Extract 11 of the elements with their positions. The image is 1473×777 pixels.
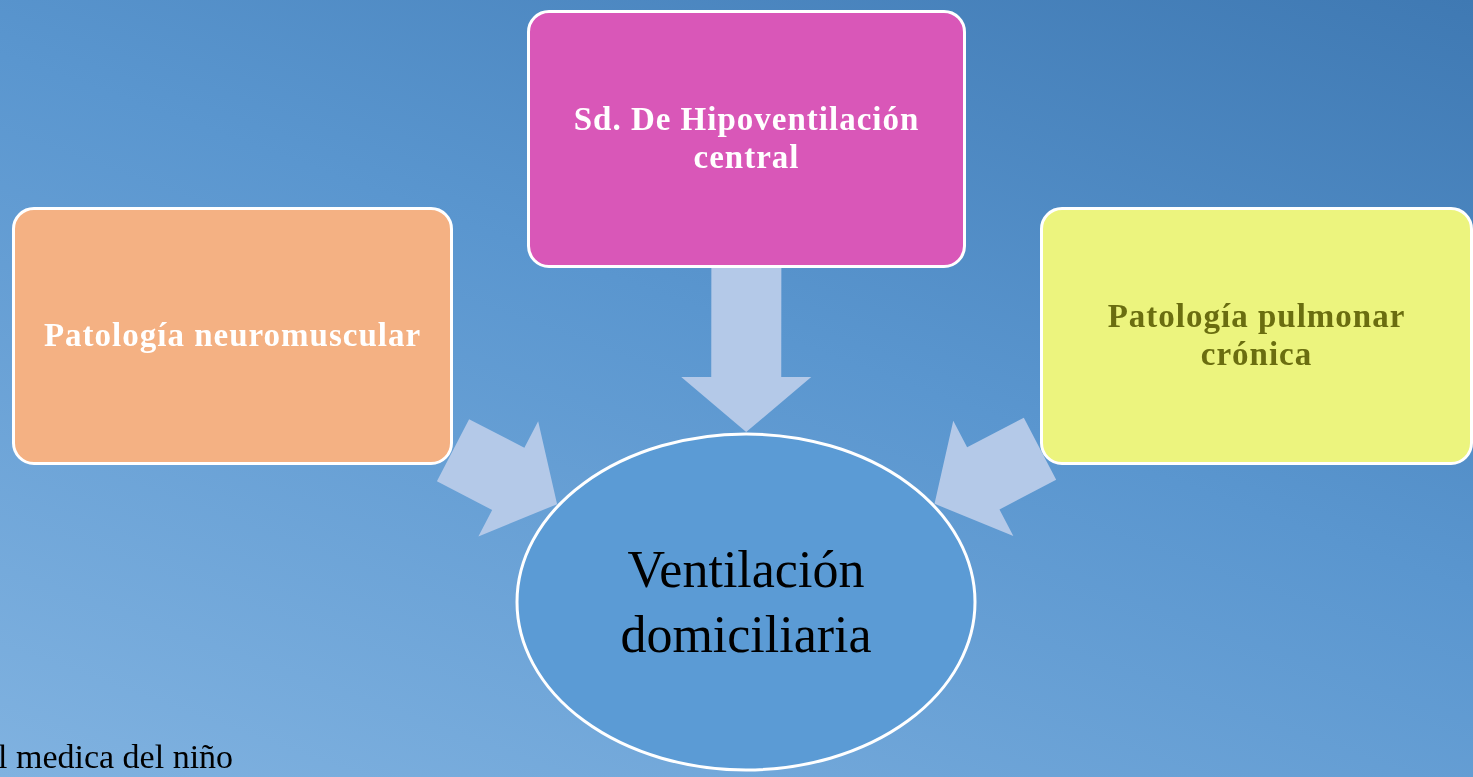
- block-arrow: [436, 419, 558, 537]
- node-text: Patología neuromuscular: [42, 317, 423, 355]
- block-arrow: [681, 267, 812, 432]
- rounded-box: [1040, 207, 1473, 465]
- rounded-box: [12, 207, 453, 465]
- node-text: Sd. De Hipoventilación central: [572, 101, 921, 177]
- block-arrow: [934, 417, 1057, 536]
- node-text: Patología pulmonar crónica: [1106, 298, 1407, 374]
- rounded-box: [527, 10, 966, 268]
- node-text: Ventilación domiciliaria: [619, 540, 873, 665]
- ellipse-node: [515, 432, 977, 772]
